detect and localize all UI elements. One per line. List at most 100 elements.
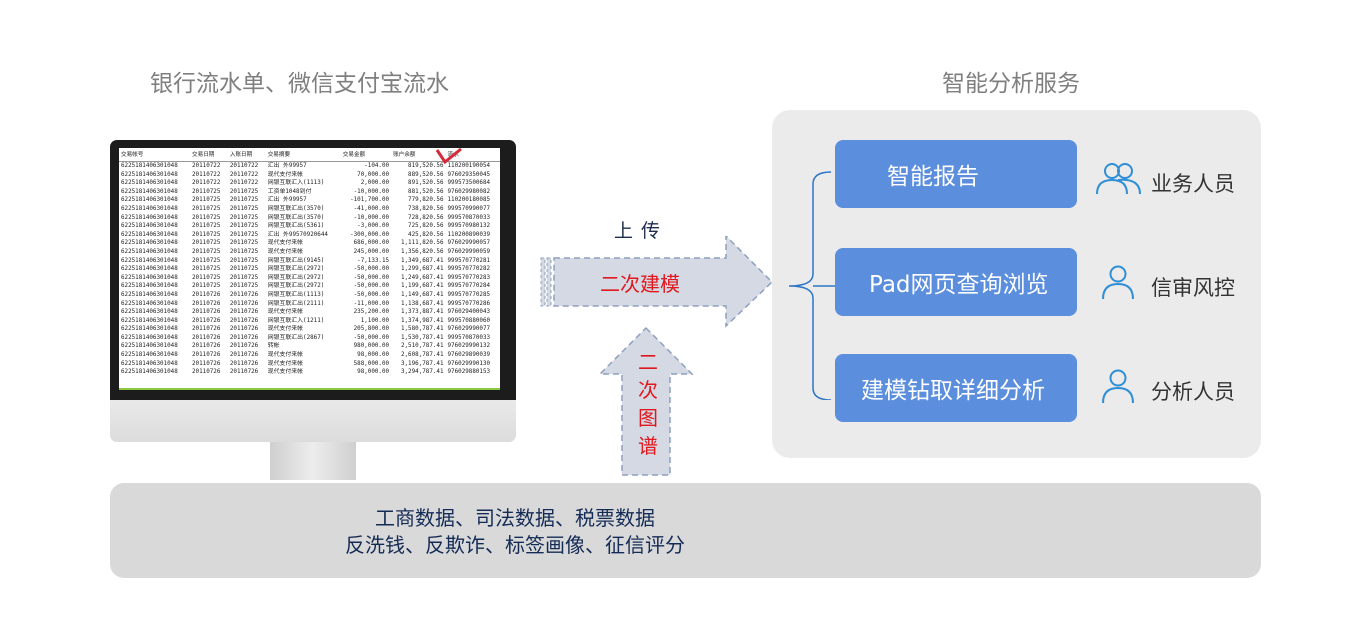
statement-cell: 999570770282 <box>447 266 491 273</box>
statement-cell: 20110726 <box>229 317 259 324</box>
statement-cell: 20110722 <box>192 171 221 178</box>
data-source-bar <box>110 483 1261 578</box>
graph-label: 二 次 图 谱 <box>636 348 660 460</box>
statement-cell: 6225181406301048 <box>121 171 178 178</box>
statement-column-header: 入账日期 <box>227 148 266 162</box>
statement-cell: -10,000.00 <box>353 188 390 195</box>
statement-cell: 999570880060 <box>447 317 491 324</box>
statement-cell: 425,820.56 <box>408 231 444 238</box>
statement-cell: 网银互联汇出(2111) <box>267 300 325 307</box>
statement-cell: 20110725 <box>229 223 259 230</box>
graph-label-char: 图 <box>638 406 658 430</box>
statement-cell: 20110725 <box>229 214 259 221</box>
statement-cell: 6225181406301048 <box>121 334 178 341</box>
statement-cell: 999573500684 <box>447 180 491 187</box>
service-bracket <box>788 171 835 400</box>
service-label: Pad网页查询浏览 <box>869 272 1049 298</box>
statement-cell: -41,000.00 <box>353 205 390 212</box>
statement-cell: 网银互联汇出(3570) <box>267 205 325 212</box>
service-label: 建模钻取详细分析 <box>861 378 1045 404</box>
statement-cell: 汇出 外99957 <box>267 197 307 204</box>
statement-cell: 999570980132 <box>447 223 491 230</box>
statement-cell: 588,000.00 <box>353 360 390 367</box>
statement-cell: 20110726 <box>192 369 221 376</box>
statement-cell: 98,000.00 <box>357 352 390 359</box>
statement-cell: 999570990077 <box>447 205 491 212</box>
statement-cell: 1,199,687.41 <box>400 283 444 290</box>
statement-cell: 976029990077 <box>447 326 491 333</box>
statement-cell: -50,000.00 <box>353 266 390 273</box>
statement-cell: -104.00 <box>364 163 390 169</box>
modeling-label: 二次建模 <box>600 272 680 296</box>
statement-cell: 2,510,787.41 <box>400 343 444 350</box>
statement-cell: 70,000.00 <box>357 171 390 178</box>
statement-cell: 网银互联汇出(9145) <box>267 257 325 264</box>
statement-cell: 20110726 <box>229 291 259 298</box>
statement-cell: 现代支付来帐 <box>267 171 304 178</box>
statement-cell: 20110725 <box>192 223 221 230</box>
statement-cell: 20110725 <box>229 231 259 238</box>
statement-cell: 网银互联汇出(2972) <box>267 283 325 290</box>
service-label: 智能报告 <box>887 164 979 190</box>
role-business-staff: 业务人员 <box>1151 172 1235 196</box>
statement-cell: 1,149,687.41 <box>400 291 444 298</box>
statement-cell: 881,520.56 <box>408 188 444 195</box>
statement-cell: 20110722 <box>192 163 221 169</box>
statement-cell: 20110726 <box>229 309 259 316</box>
statement-cell: -7,133.15 <box>357 257 390 264</box>
statement-cell: -50,000.00 <box>353 274 390 281</box>
statement-cell: 20110725 <box>192 214 221 221</box>
statement-cell: 2,000.00 <box>360 180 390 187</box>
statement-cell: 6225181406301048 <box>121 257 178 264</box>
statement-cell: 110200890039 <box>447 231 491 238</box>
statement-cell: 20110726 <box>192 300 221 307</box>
statement-cell: 20110722 <box>192 180 221 187</box>
statement-cell: 6225181406301048 <box>121 214 178 221</box>
statement-cell: 20110725 <box>229 283 259 290</box>
statement-cell: 网银互联汇出(2867) <box>267 334 325 341</box>
statement-cell: 6225181406301048 <box>121 352 178 359</box>
statement-cell: 1,580,787.41 <box>400 326 444 333</box>
statement-cell: 235,200.00 <box>353 309 390 316</box>
statement-cell: 20110726 <box>192 317 221 324</box>
statement-cell: 6225181406301048 <box>121 317 178 324</box>
statement-cell: 819,520.56 <box>408 163 444 169</box>
statement-cell: 汇出 外99957 <box>267 163 307 169</box>
statement-cell: 1,299,687.41 <box>400 266 444 273</box>
statement-column-header: 交易日期 <box>190 148 228 162</box>
monitor-chin <box>110 400 516 442</box>
statement-cell: 6225181406301048 <box>121 274 178 281</box>
statement-cell: 98,000.00 <box>357 369 390 376</box>
statement-cell: 20110726 <box>229 352 259 359</box>
statement-cell: 网银互联汇入(1113) <box>267 180 325 187</box>
statement-cell: 20110722 <box>229 180 259 187</box>
statement-cell: 现代支付来帐 <box>267 360 304 367</box>
statement-cell: 20110726 <box>192 360 221 367</box>
service-smart-report[interactable]: 智能报告 <box>835 140 1077 208</box>
statement-cell: 20110726 <box>192 343 221 350</box>
graph-arrow <box>598 326 694 476</box>
service-modeling-analysis[interactable]: 建模钻取详细分析 <box>835 354 1077 422</box>
bank-statement-table: 交易帐号交易日期入账日期交易摘要交易金额账户余额流水 6225181406301… <box>119 148 500 377</box>
statement-cell: 20110725 <box>192 231 221 238</box>
graph-label-char: 次 <box>638 378 658 402</box>
statement-cell: 20110726 <box>192 291 221 298</box>
statement-cell: -11,000.00 <box>353 300 390 307</box>
service-pad-web-browse[interactable]: Pad网页查询浏览 <box>835 248 1077 316</box>
statement-cell: 现代支付来帐 <box>267 240 304 247</box>
statement-cell: 20110725 <box>192 257 221 264</box>
statement-cell: 6225181406301048 <box>121 343 178 350</box>
statement-cell: 1,356,820.56 <box>400 248 444 255</box>
